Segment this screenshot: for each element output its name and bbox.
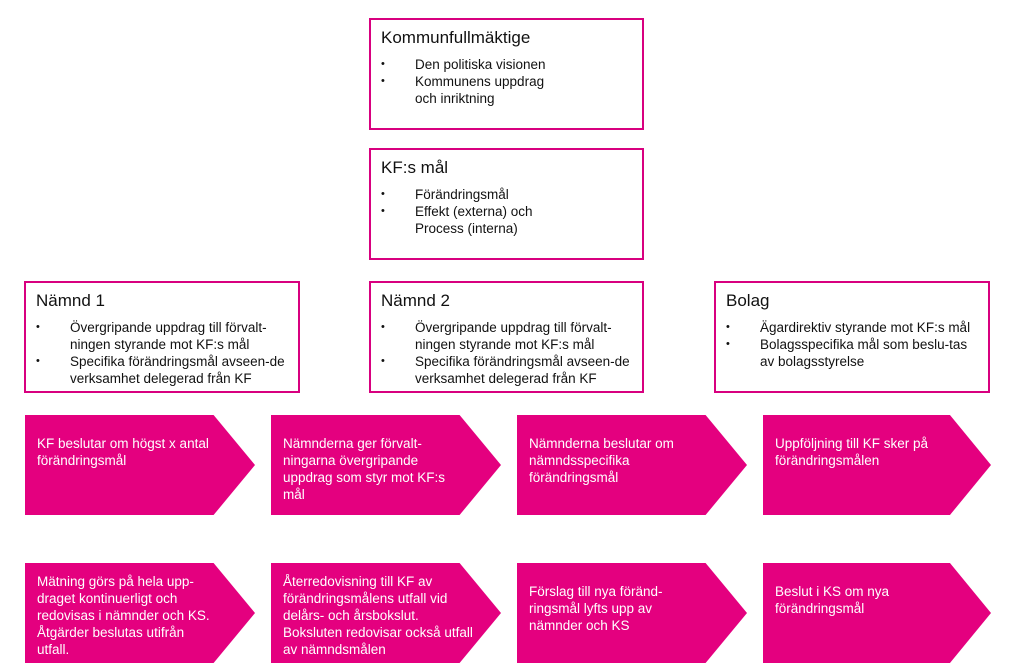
bullet-item: Effekt (externa) och Process (interna): [381, 203, 575, 237]
kf-mal-box: KF:s mål Förändringsmål Effekt (externa)…: [369, 148, 644, 260]
bullet-list: Den politiska visionen Kommunens uppdrag…: [381, 56, 632, 107]
arrow-text: Beslut i KS om nya förändringsmål: [775, 584, 890, 616]
bullet-item: Övergripande uppdrag till förvalt-ningen…: [36, 319, 288, 353]
process-arrow: Återredovisning till KF av förändringsmå…: [271, 563, 501, 663]
box-title: Bolag: [726, 291, 770, 310]
process-arrow: Beslut i KS om nya förändringsmål: [763, 563, 991, 663]
bullet-list: Övergripande uppdrag till förvalt-ningen…: [381, 319, 632, 387]
process-arrow: Nämnderna ger förvalt-ningarna övergripa…: [271, 415, 501, 515]
kommunfullmaktige-box: Kommunfullmäktige Den politiska visionen…: [369, 18, 644, 130]
namnd-2-box: Nämnd 2 Övergripande uppdrag till förval…: [369, 281, 644, 393]
arrow-text: Mätning görs på hela upp-draget kontinue…: [37, 574, 210, 657]
bullet-item: Övergripande uppdrag till förvalt-ningen…: [381, 319, 632, 353]
bullet-item: Specifika förändringsmål avseen-de verks…: [381, 353, 632, 387]
process-arrow: KF beslutar om högst x antal förändrings…: [25, 415, 255, 515]
process-arrow: Förslag till nya föränd-ringsmål lyfts u…: [517, 563, 747, 663]
box-title: Nämnd 2: [381, 291, 450, 310]
process-arrow: Nämnderna beslutar om nämndsspecifika fö…: [517, 415, 747, 515]
bullet-item: Ägardirektiv styrande mot KF:s mål: [726, 319, 978, 336]
bullet-list: Ägardirektiv styrande mot KF:s mål Bolag…: [726, 319, 978, 370]
bullet-item: Kommunens uppdrag och inriktning: [381, 73, 555, 107]
box-title: Kommunfullmäktige: [381, 28, 531, 47]
arrow-text: KF beslutar om högst x antal förändrings…: [37, 436, 209, 468]
arrow-text: Nämnderna beslutar om nämndsspecifika fö…: [529, 436, 674, 485]
box-title: Nämnd 1: [36, 291, 105, 310]
bullet-item: Den politiska visionen: [381, 56, 575, 73]
arrow-text: Nämnderna ger förvalt-ningarna övergripa…: [283, 436, 446, 502]
process-arrow: Mätning görs på hela upp-draget kontinue…: [25, 563, 255, 663]
arrow-text: Förslag till nya föränd-ringsmål lyfts u…: [529, 584, 663, 633]
arrow-text: Återredovisning till KF av förändringsmå…: [283, 574, 473, 657]
process-arrow: Uppföljning till KF sker på förändringsm…: [763, 415, 991, 515]
namnd-1-box: Nämnd 1 Övergripande uppdrag till förval…: [24, 281, 300, 393]
bullet-item: Förändringsmål: [381, 186, 632, 203]
bullet-item: Specifika förändringsmål avseen-de verks…: [36, 353, 288, 387]
bolag-box: Bolag Ägardirektiv styrande mot KF:s mål…: [714, 281, 990, 393]
box-title: KF:s mål: [381, 158, 449, 177]
bullet-item: Bolagsspecifika mål som beslu-tas av bol…: [726, 336, 978, 370]
arrow-text: Uppföljning till KF sker på förändringsm…: [775, 436, 929, 468]
bullet-list: Förändringsmål Effekt (externa) och Proc…: [381, 186, 632, 237]
bullet-list: Övergripande uppdrag till förvalt-ningen…: [36, 319, 288, 387]
